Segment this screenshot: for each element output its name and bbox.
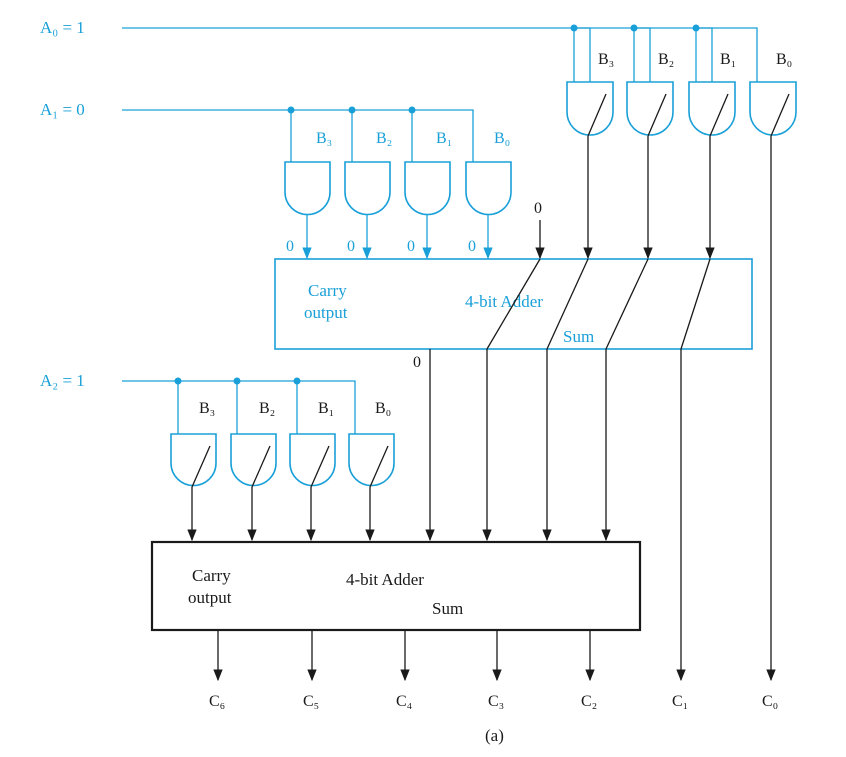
and-gate bbox=[289, 433, 336, 487]
bit-label-b2: B₂ bbox=[658, 51, 674, 68]
bit-label-b0: B₀ bbox=[494, 130, 510, 147]
figure-caption: (a) bbox=[485, 726, 504, 745]
adder-carry-label: Carry bbox=[308, 281, 347, 300]
bit-label-b0: B₀ bbox=[375, 400, 391, 417]
adder-sum-label: Sum bbox=[563, 327, 594, 346]
junction-dot bbox=[348, 106, 356, 114]
bit-label-b0: B₀ bbox=[776, 51, 792, 68]
input-a1-label: A₁ = 0 bbox=[40, 100, 85, 119]
adder-carry-label: output bbox=[304, 303, 348, 322]
and-gate bbox=[284, 161, 331, 216]
bit-label-b3: B₃ bbox=[598, 51, 614, 68]
adder1-to-adder2-wires bbox=[425, 349, 611, 542]
bit-label-b2: B₂ bbox=[376, 130, 392, 147]
junction-dot bbox=[408, 106, 416, 114]
and-gate bbox=[348, 433, 395, 487]
gate-output-value: 0 bbox=[286, 238, 294, 255]
and-gate bbox=[344, 161, 391, 216]
output-label-c1: C₁ bbox=[672, 693, 688, 710]
adder-box bbox=[150, 540, 642, 632]
output-wires bbox=[213, 136, 776, 682]
and-gate bbox=[170, 433, 217, 487]
adder-sum-label: Sum bbox=[432, 599, 463, 618]
gate-output-value: 0 bbox=[468, 238, 476, 255]
bit-label-b1: B₁ bbox=[318, 400, 334, 417]
output-label-c0: C₀ bbox=[762, 693, 778, 710]
output-label-c2: C₂ bbox=[581, 693, 597, 710]
and-gate bbox=[626, 81, 674, 136]
bit-label-b3: B₃ bbox=[316, 130, 332, 147]
and-gate bbox=[749, 81, 797, 136]
output-label-c5: C₅ bbox=[303, 693, 319, 710]
and-gate bbox=[566, 81, 614, 136]
a0-gate-row: B₃ B₂ B₁ B₀ bbox=[122, 24, 797, 137]
a2-gate-row: B₃ B₂ B₁ B₀ bbox=[122, 377, 395, 542]
bit-label-b1: B₁ bbox=[720, 51, 736, 68]
junction-dot bbox=[692, 24, 700, 32]
junction-dot bbox=[630, 24, 638, 32]
adder-carry-label: output bbox=[188, 588, 232, 607]
bit-label-b1: B₁ bbox=[436, 130, 452, 147]
output-label-c6: C₆ bbox=[209, 693, 225, 710]
junction-dot bbox=[570, 24, 578, 32]
output-label-c3: C₃ bbox=[488, 693, 504, 710]
a1-gate-row: B₃ B₂ B₁ B₀ 0 0 0 0 bbox=[122, 106, 512, 260]
output-label-c4: C₄ bbox=[396, 693, 413, 710]
gate-output-value: 0 bbox=[407, 238, 415, 255]
gate-output-value: 0 bbox=[347, 238, 355, 255]
extra-input-value: 0 bbox=[534, 200, 542, 217]
junction-dot bbox=[233, 377, 241, 385]
adder-carry-label: Carry bbox=[192, 566, 231, 585]
input-a2-label: A₂ = 1 bbox=[40, 371, 85, 390]
and-gate bbox=[465, 161, 512, 216]
adder-title: 4-bit Adder bbox=[465, 292, 543, 311]
junction-dot bbox=[174, 377, 182, 385]
and-gate bbox=[230, 433, 277, 487]
and-gate bbox=[404, 161, 451, 216]
input-a0-label: A₀ = 1 bbox=[40, 18, 85, 37]
junction-dot bbox=[293, 377, 301, 385]
adder-2: Carry output 4-bit Adder Sum bbox=[150, 540, 642, 632]
junction-dot bbox=[287, 106, 295, 114]
carry-out-value: 0 bbox=[413, 354, 421, 371]
bit-label-b2: B₂ bbox=[259, 400, 275, 417]
and-gate bbox=[688, 81, 736, 136]
bit-label-b3: B₃ bbox=[199, 400, 215, 417]
adder-1: Carry output 4-bit Adder Sum 0 0 bbox=[274, 136, 753, 371]
adder-title: 4-bit Adder bbox=[346, 570, 424, 589]
